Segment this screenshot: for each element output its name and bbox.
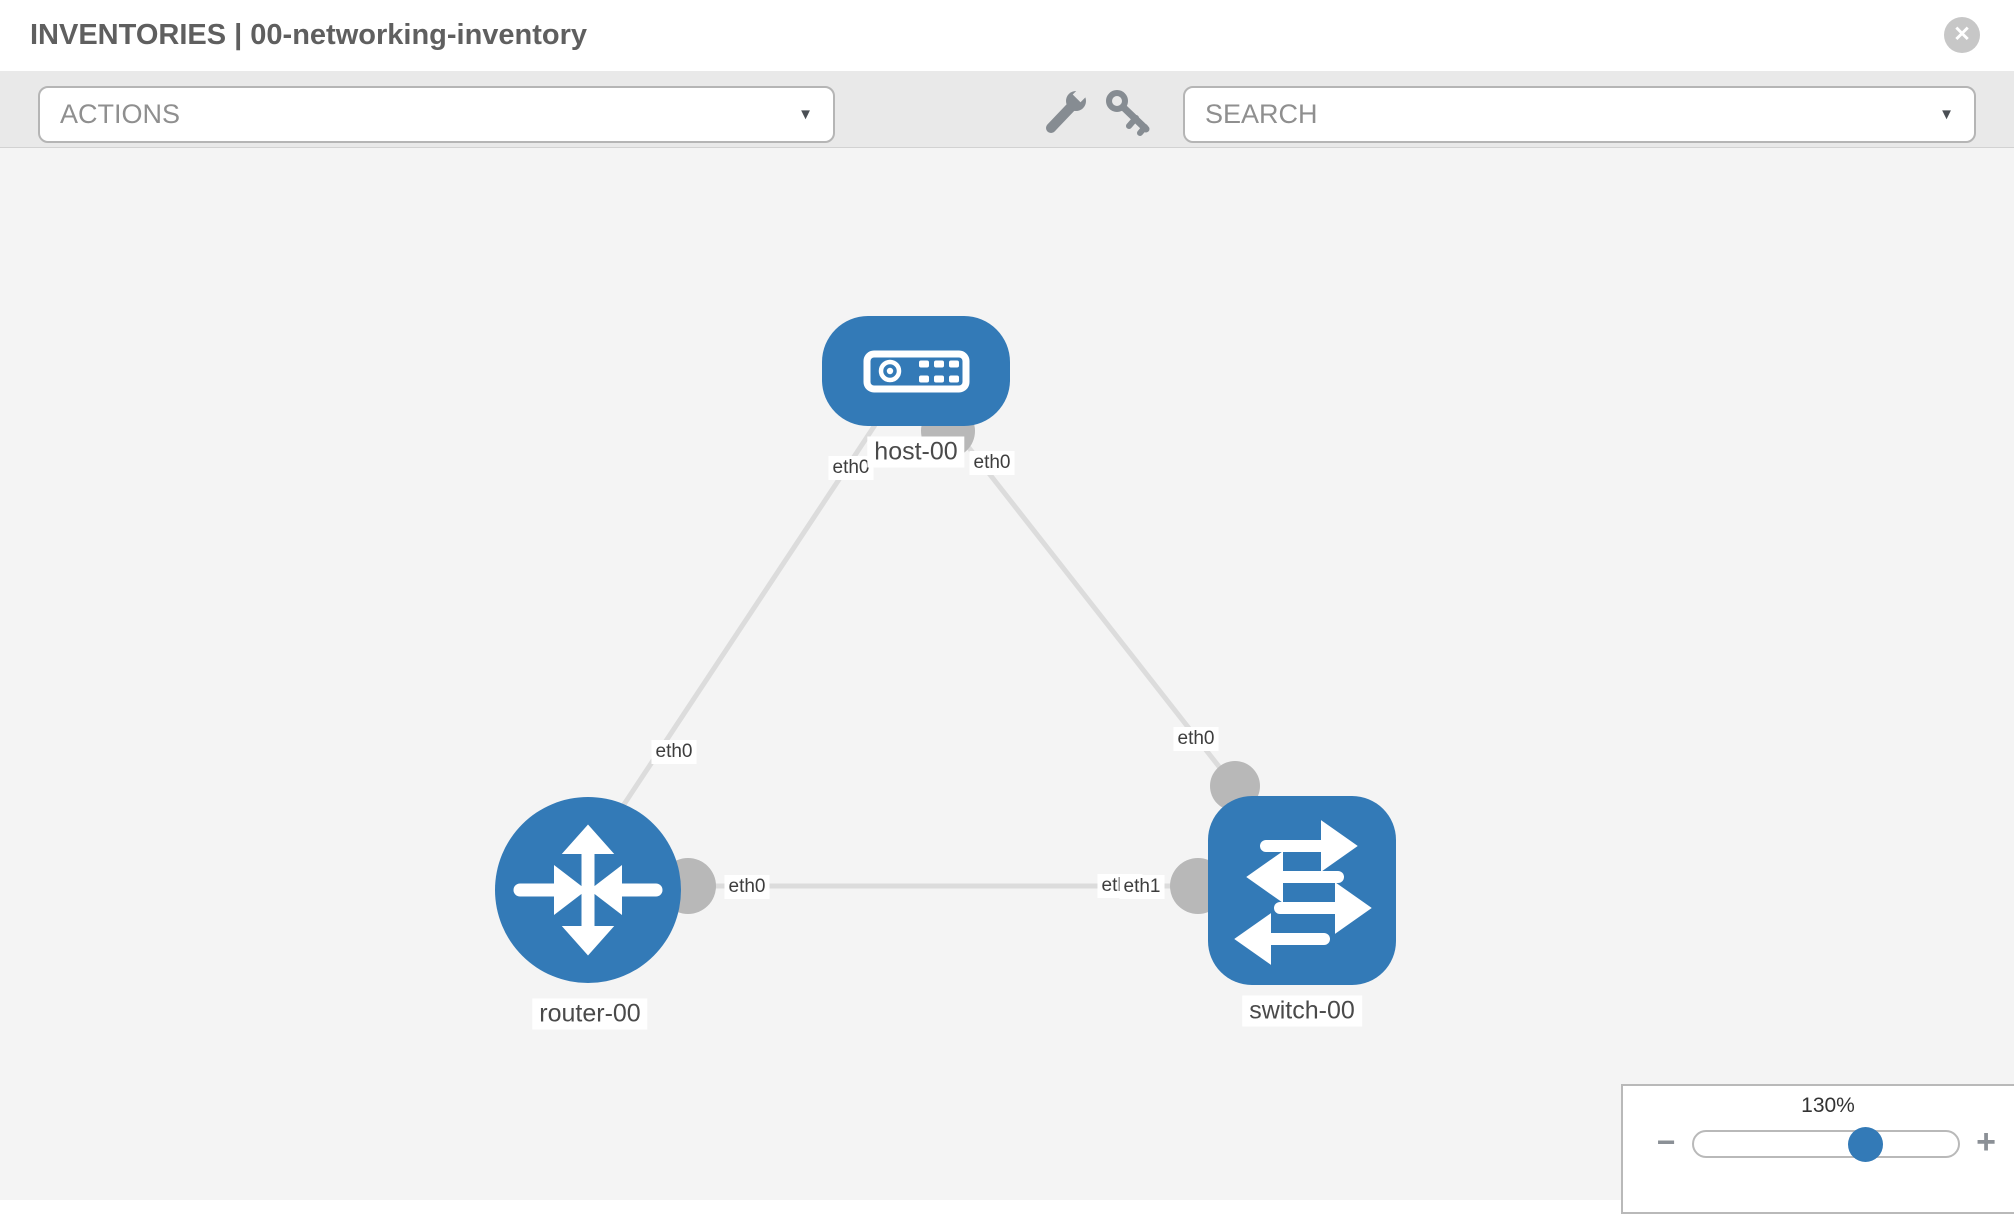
topology-canvas[interactable]: eth0 eth0 eth0 eth0 eth0 eth0 eth1 host-… xyxy=(0,148,2014,1200)
interface-label: eth0 xyxy=(969,451,1015,475)
key-icon[interactable] xyxy=(1100,86,1156,142)
node-switch-00[interactable] xyxy=(1208,796,1396,985)
host-icon xyxy=(863,350,970,393)
interface-label: eth0 xyxy=(651,740,697,764)
wrench-icon[interactable] xyxy=(1042,86,1094,138)
zoom-out-button[interactable]: − xyxy=(1656,1124,1676,1160)
close-icon: ✕ xyxy=(1953,23,1971,46)
actions-dropdown-label: ACTIONS xyxy=(60,99,181,129)
header: INVENTORIES | 00-networking-inventory ✕ xyxy=(0,0,2014,72)
node-label-host: host-00 xyxy=(867,436,965,468)
node-router-00[interactable] xyxy=(495,797,681,983)
host-node-shape xyxy=(822,316,1010,426)
key-shape xyxy=(1106,90,1150,136)
node-label-router: router-00 xyxy=(532,998,648,1030)
zoom-in-button[interactable]: + xyxy=(1976,1123,1996,1161)
zoom-panel: 130% − + xyxy=(1621,1084,2014,1214)
close-button[interactable]: ✕ xyxy=(1944,17,1980,53)
caret-down-icon: ▼ xyxy=(798,106,813,123)
wrench-shape xyxy=(1046,86,1089,133)
search-dropdown[interactable]: SEARCH ▼ xyxy=(1183,86,1976,143)
node-label-switch: switch-00 xyxy=(1242,995,1362,1027)
interface-label: eth0 xyxy=(724,875,770,899)
search-dropdown-label: SEARCH xyxy=(1205,99,1318,129)
zoom-level: 130% xyxy=(1801,1094,1855,1117)
switch-node-shape xyxy=(1208,796,1396,985)
router-icon xyxy=(513,824,663,956)
page-title: INVENTORIES | 00-networking-inventory xyxy=(30,19,588,51)
interface-label: eth1 xyxy=(1119,875,1165,899)
interface-label: eth0 xyxy=(828,456,874,480)
toolbar: ACTIONS ▼ SEARCH ▼ xyxy=(0,71,2014,148)
caret-down-icon: ▼ xyxy=(1939,106,1954,123)
zoom-slider-thumb[interactable] xyxy=(1848,1127,1883,1162)
switch-icon xyxy=(1234,820,1372,965)
node-host-00[interactable] xyxy=(822,316,1010,426)
interface-label: eth0 xyxy=(1173,727,1219,751)
zoom-slider-track[interactable] xyxy=(1692,1130,1960,1158)
actions-dropdown[interactable]: ACTIONS ▼ xyxy=(38,86,835,143)
